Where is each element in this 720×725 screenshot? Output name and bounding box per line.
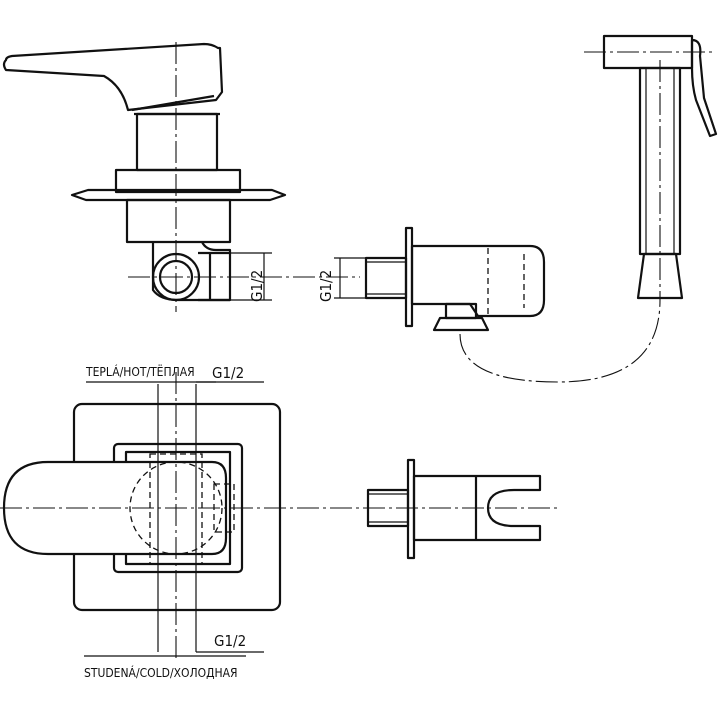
shower-trigger bbox=[690, 38, 718, 138]
hose bbox=[459, 299, 661, 383]
cold-label: STUDENÁ/COLD/ХОЛОДНАЯ bbox=[84, 665, 238, 680]
shower-holder bbox=[412, 474, 542, 542]
elbow-thread-nipple bbox=[364, 256, 408, 300]
thread-label-elbow-side: G1/2 bbox=[317, 270, 335, 302]
hot-thread-label: G1/2 bbox=[212, 364, 244, 382]
mixer-side-view: G1/2 bbox=[2, 42, 360, 312]
thread-label-mixer-side: G1/2 bbox=[248, 270, 266, 302]
mixer-front-view: TEPLÁ/HOT/ТЁПЛАЯ G1/2 G1/2 STUDENÁ/COLD/… bbox=[0, 364, 560, 680]
mixer-lever bbox=[2, 42, 224, 112]
wall-elbow-side-view: G1/2 bbox=[317, 226, 661, 383]
hand-shower bbox=[584, 34, 718, 300]
cold-thread-label: G1/2 bbox=[214, 632, 246, 650]
hot-label: TEPLÁ/HOT/ТЁПЛАЯ bbox=[85, 364, 195, 379]
mixer-body bbox=[135, 112, 219, 172]
wall-elbow-front-view bbox=[366, 458, 542, 560]
mixer-cover-plate bbox=[70, 188, 287, 202]
